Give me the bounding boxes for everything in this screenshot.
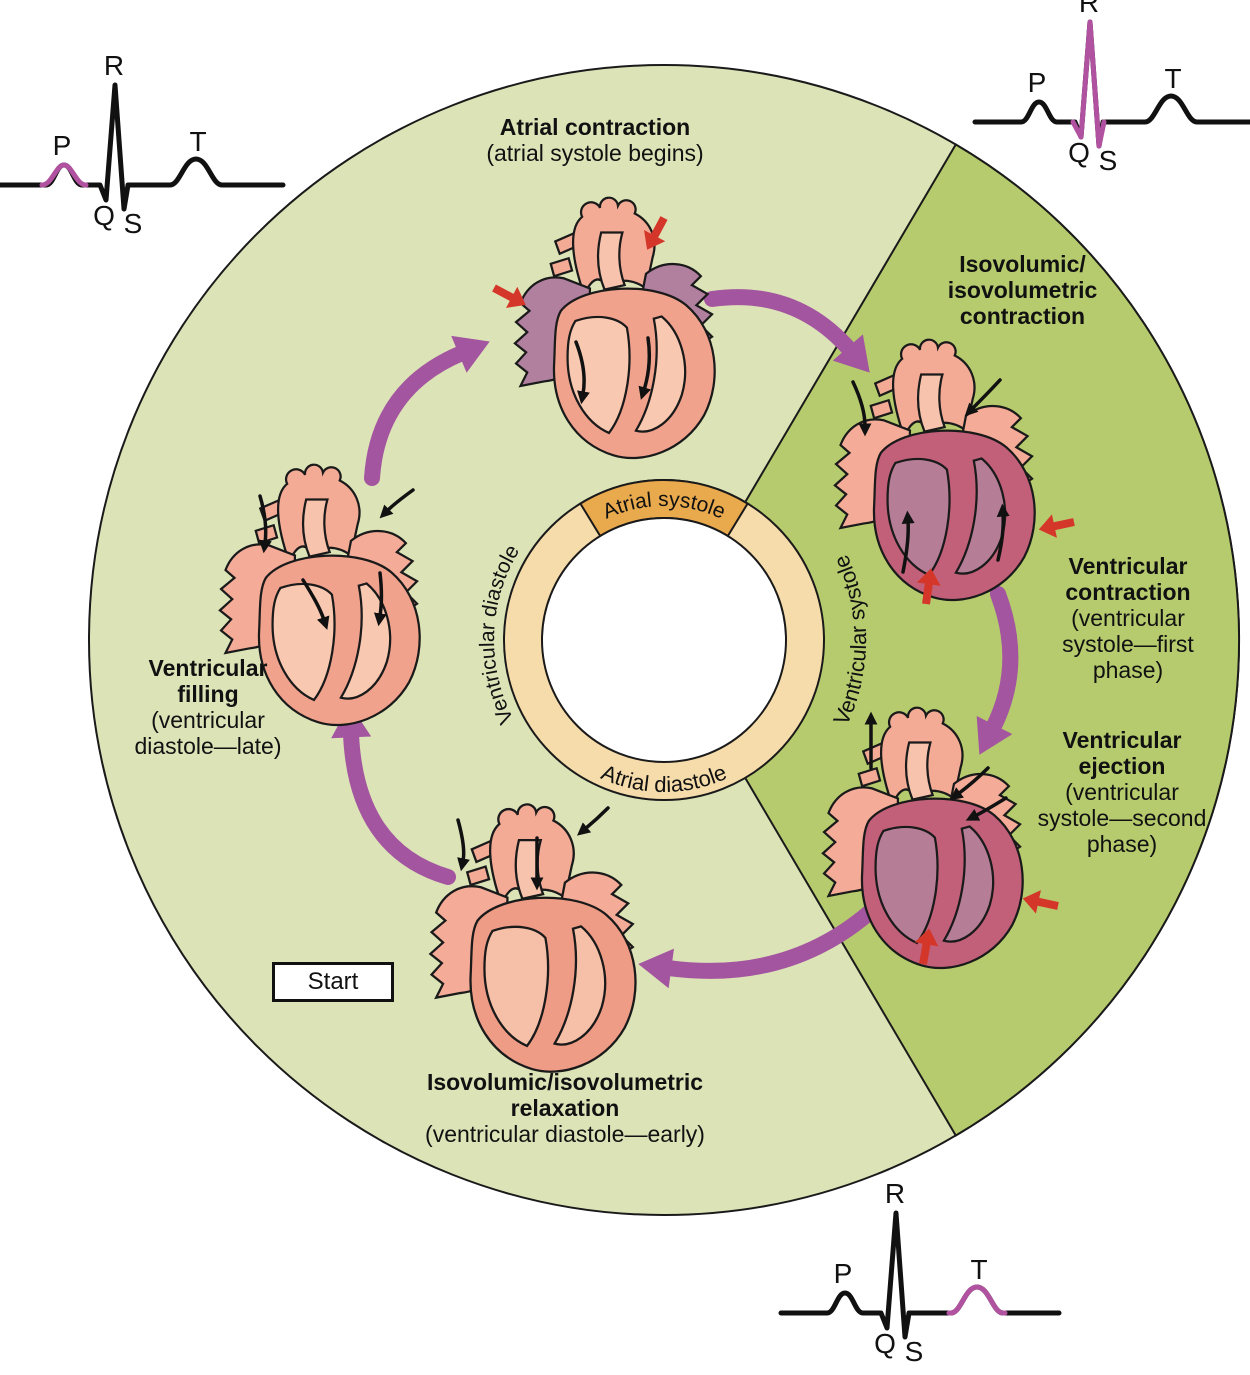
stage-title-line: Atrial contraction	[499, 114, 691, 140]
stage-title-line: isovolumetric	[947, 277, 1098, 303]
ecg-highlight-segment	[39, 162, 89, 188]
stage-subtitle-line: phase)	[1092, 657, 1164, 683]
ecg-label-r: R	[104, 50, 124, 81]
stage-label-ventricular-filling: Ventricular filling (ventricular diastol…	[108, 655, 308, 759]
ecg-label-r: R	[1079, 0, 1099, 18]
ecg-label-s: S	[124, 208, 143, 239]
stage-title-line: Ventricular	[148, 655, 268, 681]
stage-subtitle-line: (ventricular	[1071, 605, 1185, 631]
stage-label-isovolumic-contraction: Isovolumic/ isovolumetric contraction	[920, 251, 1125, 329]
stage-title-line: Isovolumic/isovolumetric	[426, 1069, 704, 1095]
stage-title-line: contraction	[1065, 579, 1191, 605]
cycle-arrow-atrial-to-isovolumic-contraction	[704, 289, 870, 373]
ecg-label-r: R	[885, 1178, 905, 1209]
stage-label-ventricular-contraction: Ventricular contraction (ventricular sys…	[1033, 553, 1223, 683]
start-label-box: Start	[272, 962, 394, 1002]
stage-title-line: ejection	[1078, 753, 1166, 779]
start-label: Start	[307, 968, 359, 995]
stage-subtitle-line: (ventricular diastole—early)	[425, 1121, 705, 1147]
stage-subtitle-line: (ventricular	[151, 707, 265, 733]
stage-title-line: Ventricular	[1062, 727, 1182, 753]
ecg-label-q: Q	[93, 200, 115, 231]
stage-title-line: Ventricular	[1068, 553, 1188, 579]
ecg-p-wave-highlight: P Q R S T	[0, 50, 286, 239]
cycle-arrow-ejection-to-relaxation	[638, 904, 878, 989]
stage-label-isovolumic-relaxation: Isovolumic/isovolumetric relaxation (ven…	[400, 1069, 730, 1147]
stage-subtitle-line: (atrial systole begins)	[486, 140, 704, 166]
ring-inner-circle	[541, 517, 787, 763]
stage-subtitle-line: diastole—late)	[134, 733, 282, 759]
cycle-arrow-relaxation-to-filling	[331, 704, 456, 885]
stage-title-line: Isovolumic/	[959, 251, 1086, 277]
ecg-t-wave-highlight: P Q R S T	[778, 1178, 1062, 1367]
stage-title-line: filling	[177, 681, 239, 707]
stage-subtitle-line: (ventricular	[1065, 779, 1179, 805]
ecg-label-q: Q	[1068, 137, 1090, 168]
ecg-label-p: P	[1028, 67, 1047, 98]
ecg-label-q: Q	[874, 1328, 896, 1359]
ecg-label-t: T	[1164, 63, 1181, 94]
cycle-arrow-filling-to-atrial-contraction	[364, 335, 490, 486]
ecg-highlight-segment	[946, 1284, 1008, 1316]
ecg-label-p: P	[834, 1258, 853, 1289]
stage-label-ventricular-ejection: Ventricular ejection (ventricular systol…	[1024, 727, 1220, 857]
ecg-highlight-segment	[1070, 19, 1107, 149]
ventricular-systole-region	[662, 143, 1241, 1137]
stage-subtitle-line: systole—first	[1062, 631, 1194, 657]
cycle-arrow-contraction-to-ejection	[976, 586, 1019, 755]
ecg-trace	[0, 82, 286, 212]
ecg-trace	[778, 1210, 1062, 1340]
stage-subtitle-line: phase)	[1086, 831, 1158, 857]
ecg-label-s: S	[1099, 145, 1118, 176]
stage-subtitle-line: systole—second	[1037, 805, 1207, 831]
stage-title-line: relaxation	[510, 1095, 620, 1121]
ecg-label-p: P	[53, 130, 72, 161]
ecg-label-t: T	[189, 126, 206, 157]
ecg-label-t: T	[970, 1254, 987, 1285]
stage-title-line: contraction	[959, 303, 1086, 329]
blood-flow-arrows	[258, 336, 1010, 891]
ecg-trace	[972, 19, 1250, 149]
ecg-label-s: S	[905, 1336, 924, 1367]
ecg-qrs-complex-highlight: P Q R S T	[972, 0, 1250, 176]
stage-label-atrial-contraction: Atrial contraction (atrial systole begin…	[425, 114, 765, 166]
